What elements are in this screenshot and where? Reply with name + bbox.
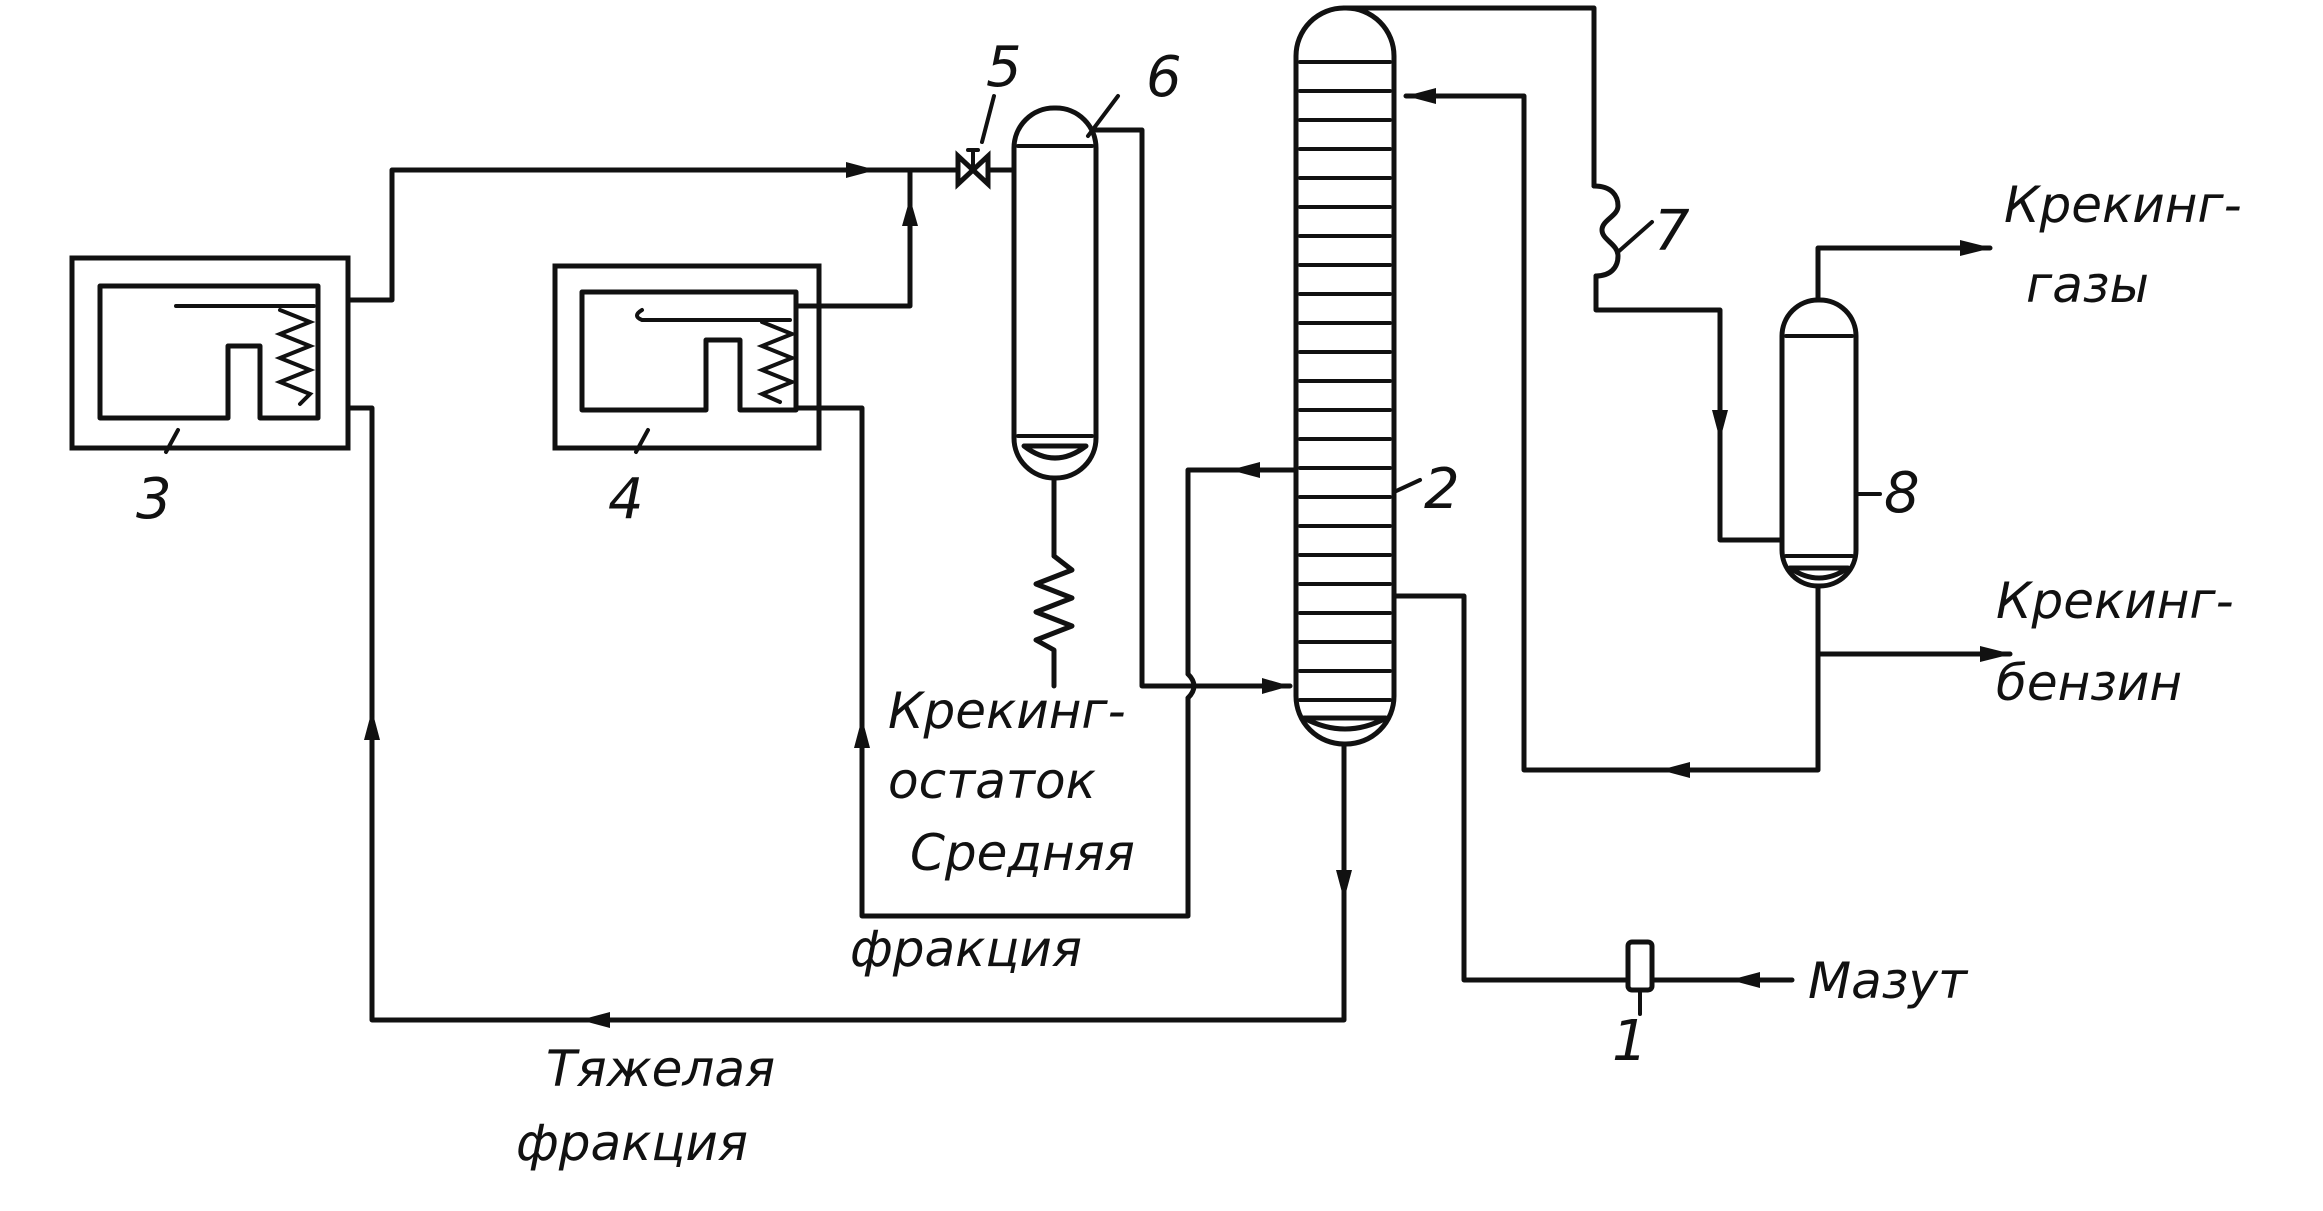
- label-num-3: 3: [136, 467, 172, 532]
- arrow-gasoline: [1980, 646, 2012, 662]
- label-feed: Мазут: [1808, 952, 1969, 1010]
- arrow-reflux: [1406, 88, 1436, 104]
- label-gases-1: Крекинг-: [2004, 176, 2242, 234]
- column-2: [1293, 5, 1422, 747]
- arrow-middle-left: [1230, 462, 1260, 478]
- stream-labels: Крекинг- газы Крекинг- бензин Крекинг- о…: [516, 176, 2242, 1172]
- arrow-furnace-4-return: [854, 718, 870, 748]
- arrow-heavy-left: [580, 1012, 610, 1028]
- arrow-condenser-down: [1712, 410, 1728, 440]
- label-gases-2: газы: [2026, 256, 2149, 314]
- arrow-furnace-4-up: [902, 198, 918, 226]
- label-num-1: 1: [1612, 1009, 1648, 1074]
- furnace-4: [552, 263, 822, 454]
- label-num-8: 8: [1884, 461, 1920, 526]
- label-num-6: 6: [1146, 45, 1182, 110]
- arrow-gases: [1960, 240, 1992, 256]
- label-middle-2: фракция: [850, 920, 1082, 978]
- furnace-3: [69, 255, 351, 454]
- arrow-column-inlet: [1262, 678, 1290, 694]
- separator-8: [1779, 297, 1882, 589]
- label-heavy-1: Тяжелая: [546, 1040, 775, 1098]
- label-residue-2: остаток: [888, 752, 1096, 810]
- unit-1: [1625, 939, 1655, 1016]
- condenser-7-pointer: [1616, 220, 1654, 254]
- arrow-feed: [1730, 972, 1760, 988]
- label-num-4: 4: [608, 467, 644, 532]
- equipment-numbers: 1 2 3 4 5 6 7 8: [136, 35, 1920, 1074]
- arrow-main-line: [846, 162, 876, 178]
- label-gasoline-2: бензин: [1996, 654, 2182, 712]
- label-heavy-2: фракция: [516, 1114, 748, 1172]
- label-middle-1: Средняя: [910, 824, 1135, 882]
- chamber-6: [1011, 94, 1120, 481]
- label-num-7: 7: [1654, 199, 1690, 264]
- label-num-5: 5: [986, 35, 1022, 100]
- valve-5: [955, 94, 996, 190]
- label-residue-1: Крекинг-: [888, 682, 1126, 740]
- label-num-2: 2: [1424, 457, 1460, 522]
- flow-arrows: [364, 88, 2012, 1028]
- process-lines: [345, 5, 2013, 1023]
- arrow-reflux-left: [1660, 762, 1690, 778]
- column-trays: [1298, 60, 1392, 702]
- arrow-heavy-down: [1336, 870, 1352, 900]
- arrow-furnace-3-return: [364, 710, 380, 740]
- label-gasoline-1: Крекинг-: [1996, 572, 2234, 630]
